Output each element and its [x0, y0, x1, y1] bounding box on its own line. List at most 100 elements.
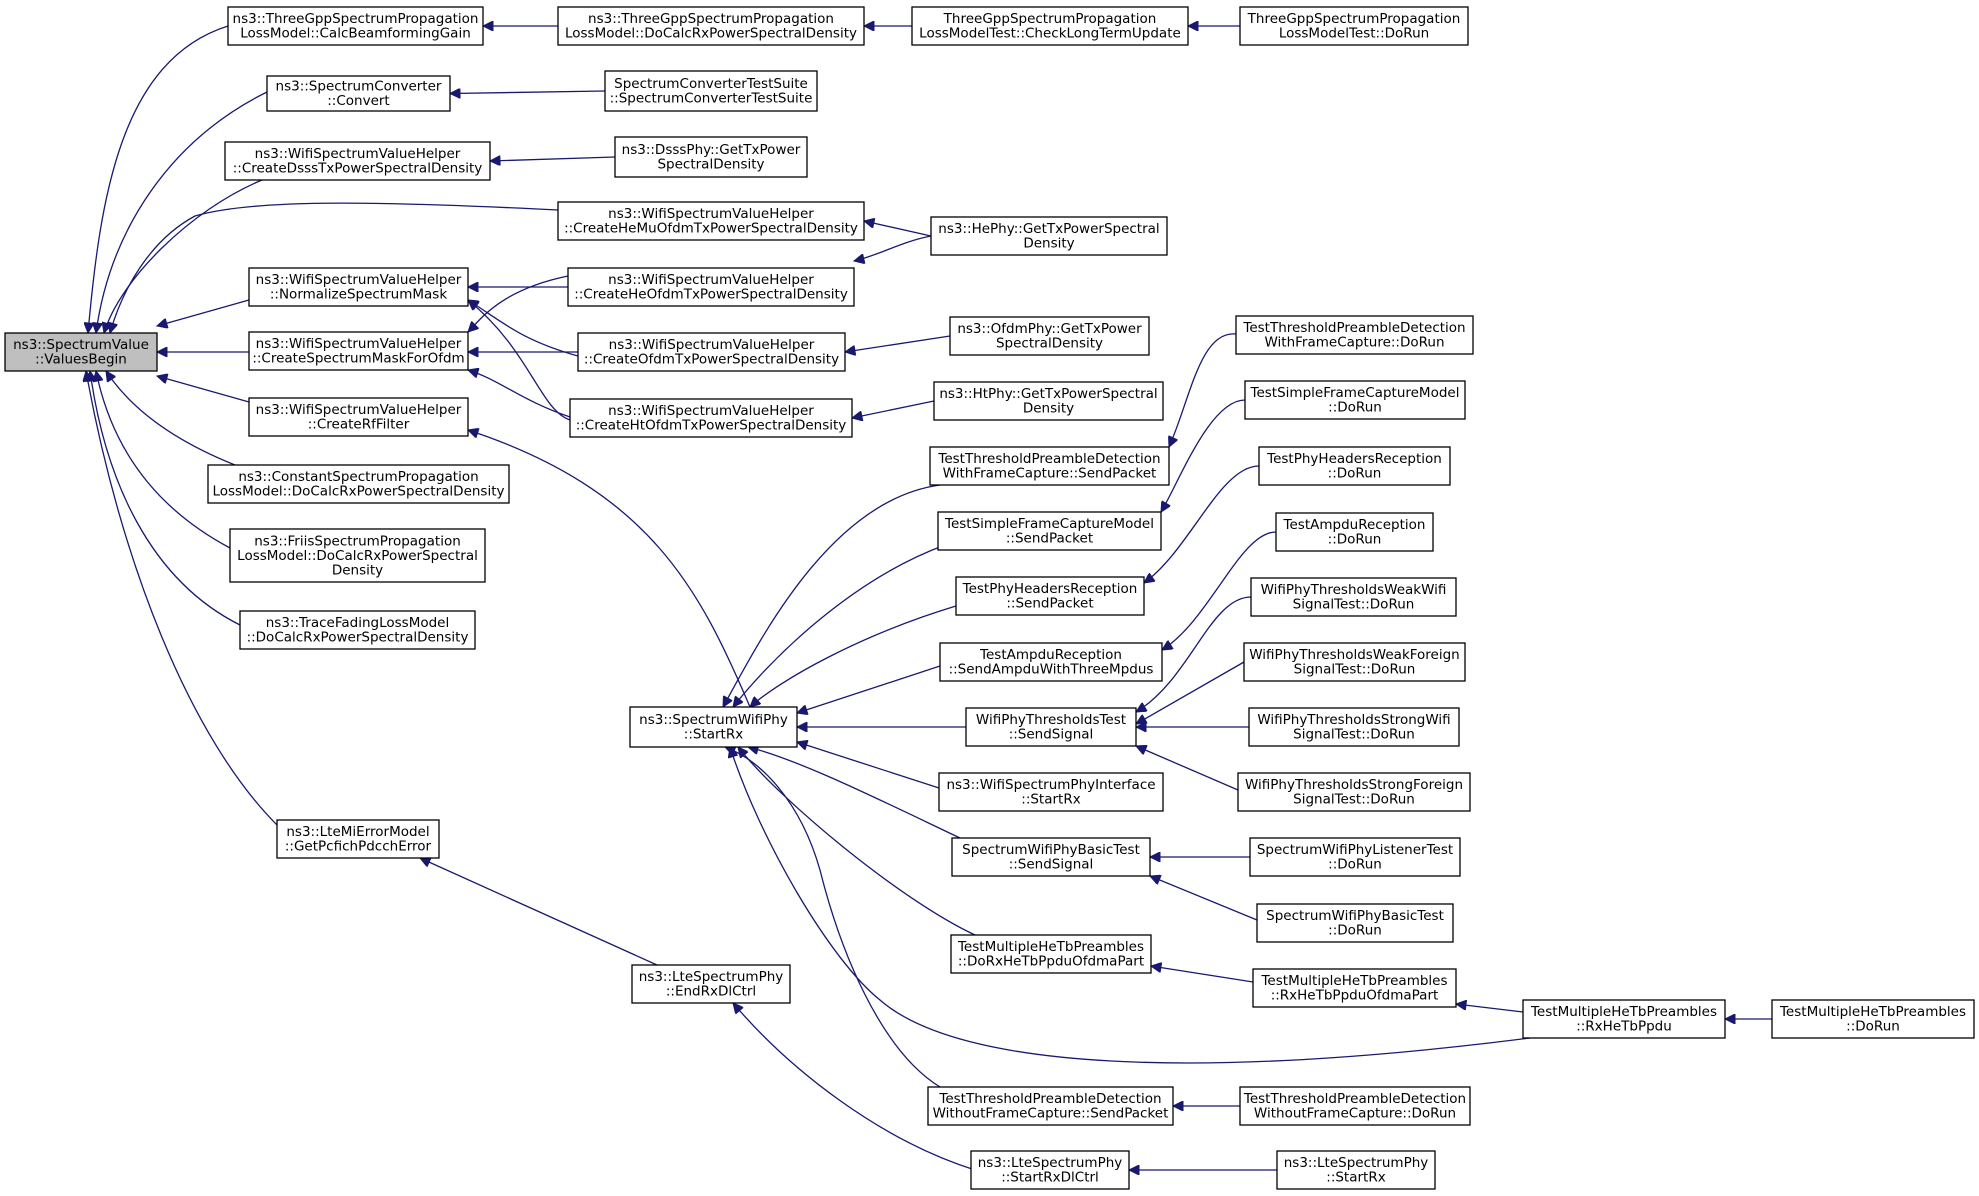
- node-label-line: ::RxHeTbPpdu: [1576, 1019, 1672, 1035]
- graph-node[interactable]: WifiPhyThresholdsWeakWifiSignalTest::DoR…: [1250, 577, 1457, 617]
- graph-node[interactable]: ns3::WifiSpectrumValueHelper::CreateHeOf…: [567, 267, 855, 307]
- edge-n11-to-root: [157, 299, 250, 326]
- node-label-line: LossModel::DoCalcRxPowerSpectral: [237, 548, 478, 564]
- graph-node[interactable]: TestSimpleFrameCaptureModel::SendPacket: [937, 511, 1162, 551]
- node-label-line: LossModelTest::DoRun: [1279, 26, 1429, 42]
- node-box: [938, 772, 1164, 812]
- graph-node[interactable]: TestMultipleHeTbPreambles::DoRxHeTbPpduO…: [950, 934, 1152, 974]
- graph-node[interactable]: ns3::LteSpectrumPhy::StartRx: [1276, 1150, 1436, 1190]
- node-label-line: ns3::WifiSpectrumValueHelper: [255, 146, 461, 162]
- node-label-line: ns3::WifiSpectrumValueHelper: [608, 272, 814, 288]
- graph-node[interactable]: ns3::WifiSpectrumValueHelper::CreateRfFi…: [248, 397, 469, 437]
- node-box: [631, 964, 791, 1004]
- graph-node[interactable]: WifiPhyThresholdsWeakForeignSignalTest::…: [1243, 642, 1466, 682]
- graph-node[interactable]: ThreeGppSpectrumPropagationLossModelTest…: [911, 6, 1189, 46]
- graph-node[interactable]: SpectrumConverterTestSuite::SpectrumConv…: [604, 70, 818, 112]
- edge-n25-to-n27: [1169, 333, 1237, 447]
- node-label-line: ::CreateHeMuOfdmTxPowerSpectralDensity: [564, 221, 858, 237]
- graph-node[interactable]: ns3::WifiSpectrumPhyInterface::StartRx: [938, 772, 1164, 812]
- node-box: [933, 381, 1164, 421]
- root-node[interactable]: ns3::SpectrumValue::ValuesBegin: [4, 332, 158, 372]
- graph-node[interactable]: ns3::WifiSpectrumValueHelper::NormalizeS…: [248, 267, 469, 307]
- edge-n8-to-n7: [490, 157, 616, 161]
- graph-node[interactable]: TestPhyHeadersReception::SendPacket: [955, 576, 1145, 616]
- graph-node[interactable]: ns3::WifiSpectrumValueHelper::CreateOfdm…: [577, 332, 846, 372]
- node-label-line: WifiPhyThresholdsStrongWifi: [1257, 712, 1450, 728]
- node-box: [557, 6, 865, 46]
- graph-node[interactable]: TestPhyHeadersReception::DoRun: [1258, 446, 1451, 486]
- graph-node[interactable]: SpectrumWifiPhyBasicTest::DoRun: [1256, 903, 1454, 943]
- edge-n48-to-n24: [733, 1003, 976, 1171]
- graph-node[interactable]: ns3::WifiSpectrumValueHelper::CreateHtOf…: [569, 398, 853, 438]
- graph-node[interactable]: ns3::TraceFadingLossModel::DoCalcRxPower…: [239, 610, 476, 650]
- edge-n31-to-n23: [750, 605, 957, 707]
- node-label-line: ::GetPcfichPdcchError: [285, 839, 432, 855]
- graph-node[interactable]: TestMultipleHeTbPreambles::RxHeTbPpdu: [1522, 999, 1726, 1039]
- node-box: [930, 216, 1168, 256]
- graph-node[interactable]: WifiPhyThresholdsStrongForeignSignalTest…: [1237, 772, 1471, 812]
- edge-n34-to-n35: [1136, 661, 1245, 725]
- graph-node[interactable]: TestThresholdPreambleDetectionWithFrameC…: [1235, 315, 1474, 355]
- node-label-line: TestMultipleHeTbPreambles: [1530, 1004, 1717, 1020]
- graph-node[interactable]: ns3::ThreeGppSpectrumPropagationLossMode…: [227, 6, 484, 46]
- node-box: [1250, 577, 1457, 617]
- node-label-line: SignalTest::DoRun: [1293, 597, 1415, 613]
- graph-node[interactable]: ns3::FriisSpectrumPropagationLossModel::…: [229, 528, 486, 583]
- graph-node[interactable]: TestSimpleFrameCaptureModel::DoRun: [1244, 380, 1466, 420]
- graph-node[interactable]: ns3::ConstantSpectrumPropagationLossMode…: [207, 464, 510, 504]
- graph-node[interactable]: ThreeGppSpectrumPropagationLossModelTest…: [1239, 6, 1469, 46]
- node-label-line: TestThresholdPreambleDetection: [1243, 1091, 1466, 1107]
- node-label-line: ns3::TraceFadingLossModel: [266, 615, 449, 631]
- node-box: [569, 398, 853, 438]
- edge-n6-to-n5: [450, 91, 606, 94]
- node-label-line: WifiPhyThresholdsWeakWifi: [1261, 582, 1447, 598]
- graph-node[interactable]: ns3::SpectrumWifiPhy::StartRx: [629, 706, 798, 748]
- graph-node[interactable]: TestThresholdPreambleDetectionWithoutFra…: [927, 1086, 1174, 1126]
- node-label-line: ns3::DsssPhy::GetTxPower: [622, 142, 801, 158]
- node-label-line: ::NormalizeSpectrumMask: [270, 287, 447, 303]
- node-box: [949, 316, 1150, 356]
- graph-node[interactable]: TestAmpduReception::SendAmpduWithThreeMp…: [939, 642, 1163, 682]
- graph-node[interactable]: ns3::WifiSpectrumValueHelper::CreateHeMu…: [557, 201, 865, 241]
- node-box: [1244, 380, 1466, 420]
- graph-node[interactable]: WifiPhyThresholdsTest::SendSignal: [965, 707, 1137, 747]
- node-label-line: ::CreateOfdmTxPowerSpectralDensity: [584, 352, 839, 368]
- edge-n5-to-root: [96, 91, 268, 333]
- graph-node[interactable]: ns3::LteSpectrumPhy::StartRxDlCtrl: [970, 1150, 1130, 1190]
- graph-node[interactable]: ns3::SpectrumConverter::Convert: [266, 75, 451, 112]
- node-box: [970, 1150, 1130, 1190]
- node-label-line: LossModel::DoCalcRxPowerSpectralDensity: [212, 484, 504, 500]
- node-label-line: ns3::WifiSpectrumValueHelper: [256, 336, 462, 352]
- node-box: [939, 642, 1163, 682]
- graph-node[interactable]: ns3::WifiSpectrumValueHelper::CreateSpec…: [248, 331, 469, 371]
- graph-node[interactable]: SpectrumWifiPhyListenerTest::DoRun: [1249, 837, 1461, 877]
- graph-node[interactable]: TestAmpduReception::DoRun: [1275, 512, 1434, 552]
- graph-node[interactable]: TestThresholdPreambleDetectionWithoutFra…: [1239, 1086, 1471, 1126]
- graph-node[interactable]: TestMultipleHeTbPreambles::RxHeTbPpduOfd…: [1252, 968, 1457, 1008]
- node-label-line: ns3::HtPhy::GetTxPowerSpectral: [939, 386, 1157, 402]
- graph-node[interactable]: WifiPhyThresholdsStrongWifiSignalTest::D…: [1248, 707, 1460, 747]
- edge-n21-to-root: [90, 371, 241, 626]
- graph-node[interactable]: ns3::WifiSpectrumValueHelper::CreateDsss…: [224, 141, 491, 181]
- graph-node[interactable]: ns3::LteMiErrorModel::GetPcfichPdcchErro…: [276, 819, 440, 859]
- node-label-line: ns3::SpectrumValue: [13, 337, 149, 353]
- edge-n16-to-n13: [468, 370, 571, 418]
- edge-n10-to-n12: [854, 235, 932, 261]
- node-box: [577, 332, 846, 372]
- node-label-line: Density: [1023, 401, 1074, 417]
- node-label-line: ::SendPacket: [1006, 596, 1093, 612]
- graph-node[interactable]: ns3::LteSpectrumPhy::EndRxDlCtrl: [631, 964, 791, 1004]
- node-label-line: ns3::ThreeGppSpectrumPropagation: [233, 11, 479, 27]
- graph-node[interactable]: TestThresholdPreambleDetectionWithFrameC…: [929, 446, 1170, 486]
- edge-n12-to-n13: [468, 275, 569, 332]
- graph-node[interactable]: SpectrumWifiPhyBasicTest::SendSignal: [951, 837, 1151, 877]
- graph-node[interactable]: TestMultipleHeTbPreambles::DoRun: [1771, 999, 1975, 1039]
- node-label-line: ::SendPacket: [1006, 531, 1093, 547]
- node-label-line: ::SpectrumConverterTestSuite: [610, 91, 813, 107]
- graph-node[interactable]: ns3::ThreeGppSpectrumPropagationLossMode…: [557, 6, 865, 46]
- node-label-line: ns3::WifiSpectrumValueHelper: [608, 206, 814, 222]
